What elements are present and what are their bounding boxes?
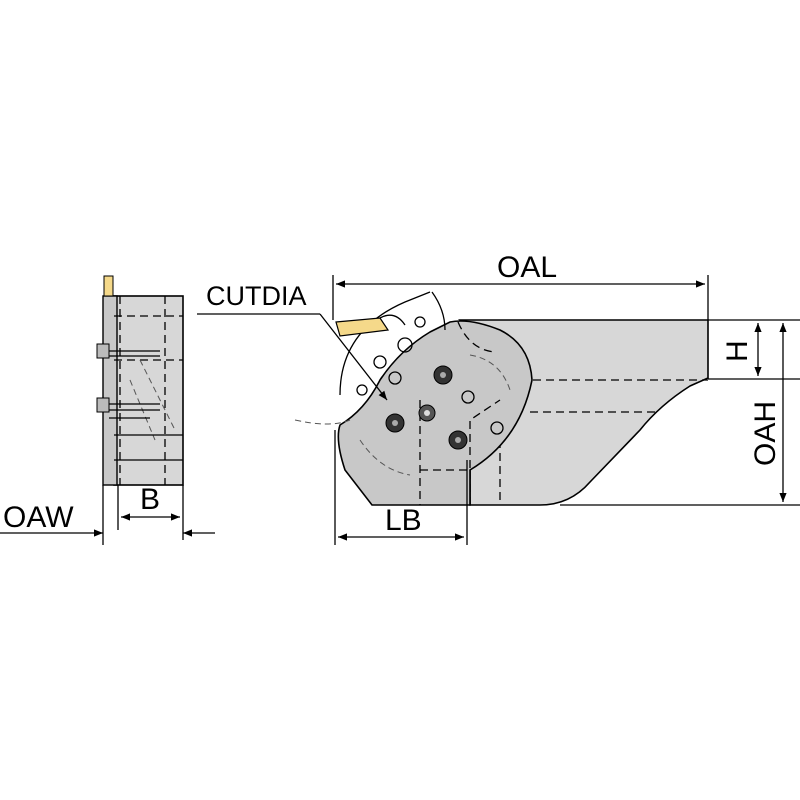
dim-h: H: [708, 319, 800, 380]
cutting-disk: [339, 291, 431, 396]
label-b: B: [140, 483, 160, 516]
head-screw: [418, 404, 436, 422]
side-body: [113, 295, 184, 486]
dim-oah: OAH: [560, 323, 800, 506]
label-h: H: [721, 340, 754, 362]
dim-oaw: OAW: [0, 485, 215, 545]
front-view: [294, 291, 709, 506]
side-screw-upper: [96, 343, 160, 359]
disk-hole: [356, 384, 368, 396]
side-head: [102, 295, 118, 486]
head-screw: [433, 365, 453, 385]
disk-hole: [373, 355, 387, 369]
head-screw: [385, 413, 405, 433]
label-oah: OAH: [749, 401, 782, 466]
label-lb: LB: [385, 504, 422, 537]
head-screw: [448, 430, 468, 450]
dim-b: B: [117, 483, 184, 540]
disk-hole: [397, 337, 413, 353]
side-screw-lower: [96, 397, 160, 419]
label-oal: OAL: [497, 251, 557, 284]
dim-lb: LB: [334, 430, 468, 545]
dim-oal: OAL: [332, 251, 709, 320]
disk-hole: [414, 316, 426, 328]
label-oaw: OAW: [3, 501, 74, 534]
disk-hole: [388, 371, 402, 385]
dim-cutdia: CUTDIA: [197, 281, 388, 401]
side-view: [96, 275, 184, 486]
side-insert: [103, 275, 114, 297]
label-cutdia: CUTDIA: [206, 281, 307, 311]
cutting-insert: [335, 314, 406, 337]
